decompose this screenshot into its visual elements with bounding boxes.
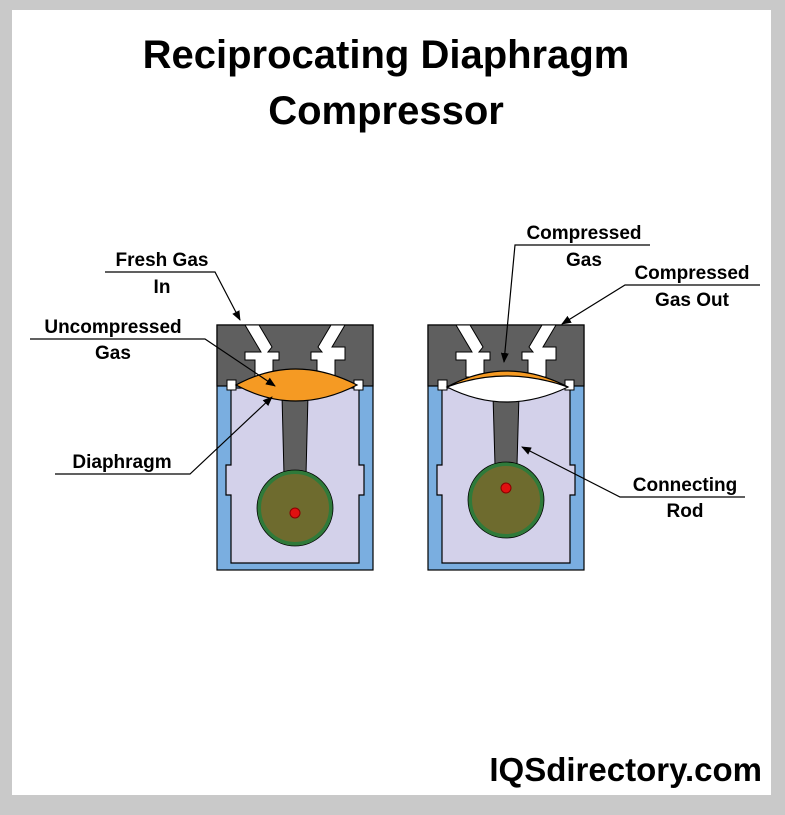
label-connecting-rod: Connecting Rod <box>521 446 745 522</box>
svg-text:Fresh Gas: Fresh Gas <box>116 250 209 271</box>
brand-logo-text: IQSdirectory.com <box>489 751 762 788</box>
title-line-1: Reciprocating Diaphragm <box>143 33 630 77</box>
label-compressed-gas-out: Compressed Gas Out <box>561 263 760 325</box>
svg-text:Connecting: Connecting <box>633 475 738 496</box>
svg-text:In: In <box>154 277 171 298</box>
crank-wheel <box>468 462 544 538</box>
svg-text:Diaphragm: Diaphragm <box>72 452 171 473</box>
svg-text:Uncompressed: Uncompressed <box>44 317 181 338</box>
crank-pin <box>500 482 512 494</box>
label-diaphragm: Diaphragm <box>55 396 273 475</box>
rod <box>492 394 520 466</box>
svg-text:Compressed: Compressed <box>634 263 749 284</box>
diagram-canvas <box>12 10 771 795</box>
rod <box>281 394 309 476</box>
crank-pin <box>289 507 301 519</box>
title-line-2: Compressor <box>268 89 504 133</box>
compressor-compression-stroke <box>427 324 585 571</box>
svg-text:Gas Out: Gas Out <box>655 290 730 311</box>
svg-text:Rod: Rod <box>667 501 704 522</box>
svg-text:Compressed: Compressed <box>526 223 641 244</box>
label-compressed-gas: Compressed Gas <box>500 223 650 363</box>
label-fresh-gas-in: Fresh Gas In <box>105 250 241 321</box>
label-uncompressed-gas: Uncompressed Gas <box>30 317 276 387</box>
svg-text:Gas: Gas <box>566 250 602 271</box>
compressed-gas-crescent <box>446 370 569 388</box>
svg-text:Gas: Gas <box>95 343 131 364</box>
compressor-intake-stroke <box>216 324 374 571</box>
